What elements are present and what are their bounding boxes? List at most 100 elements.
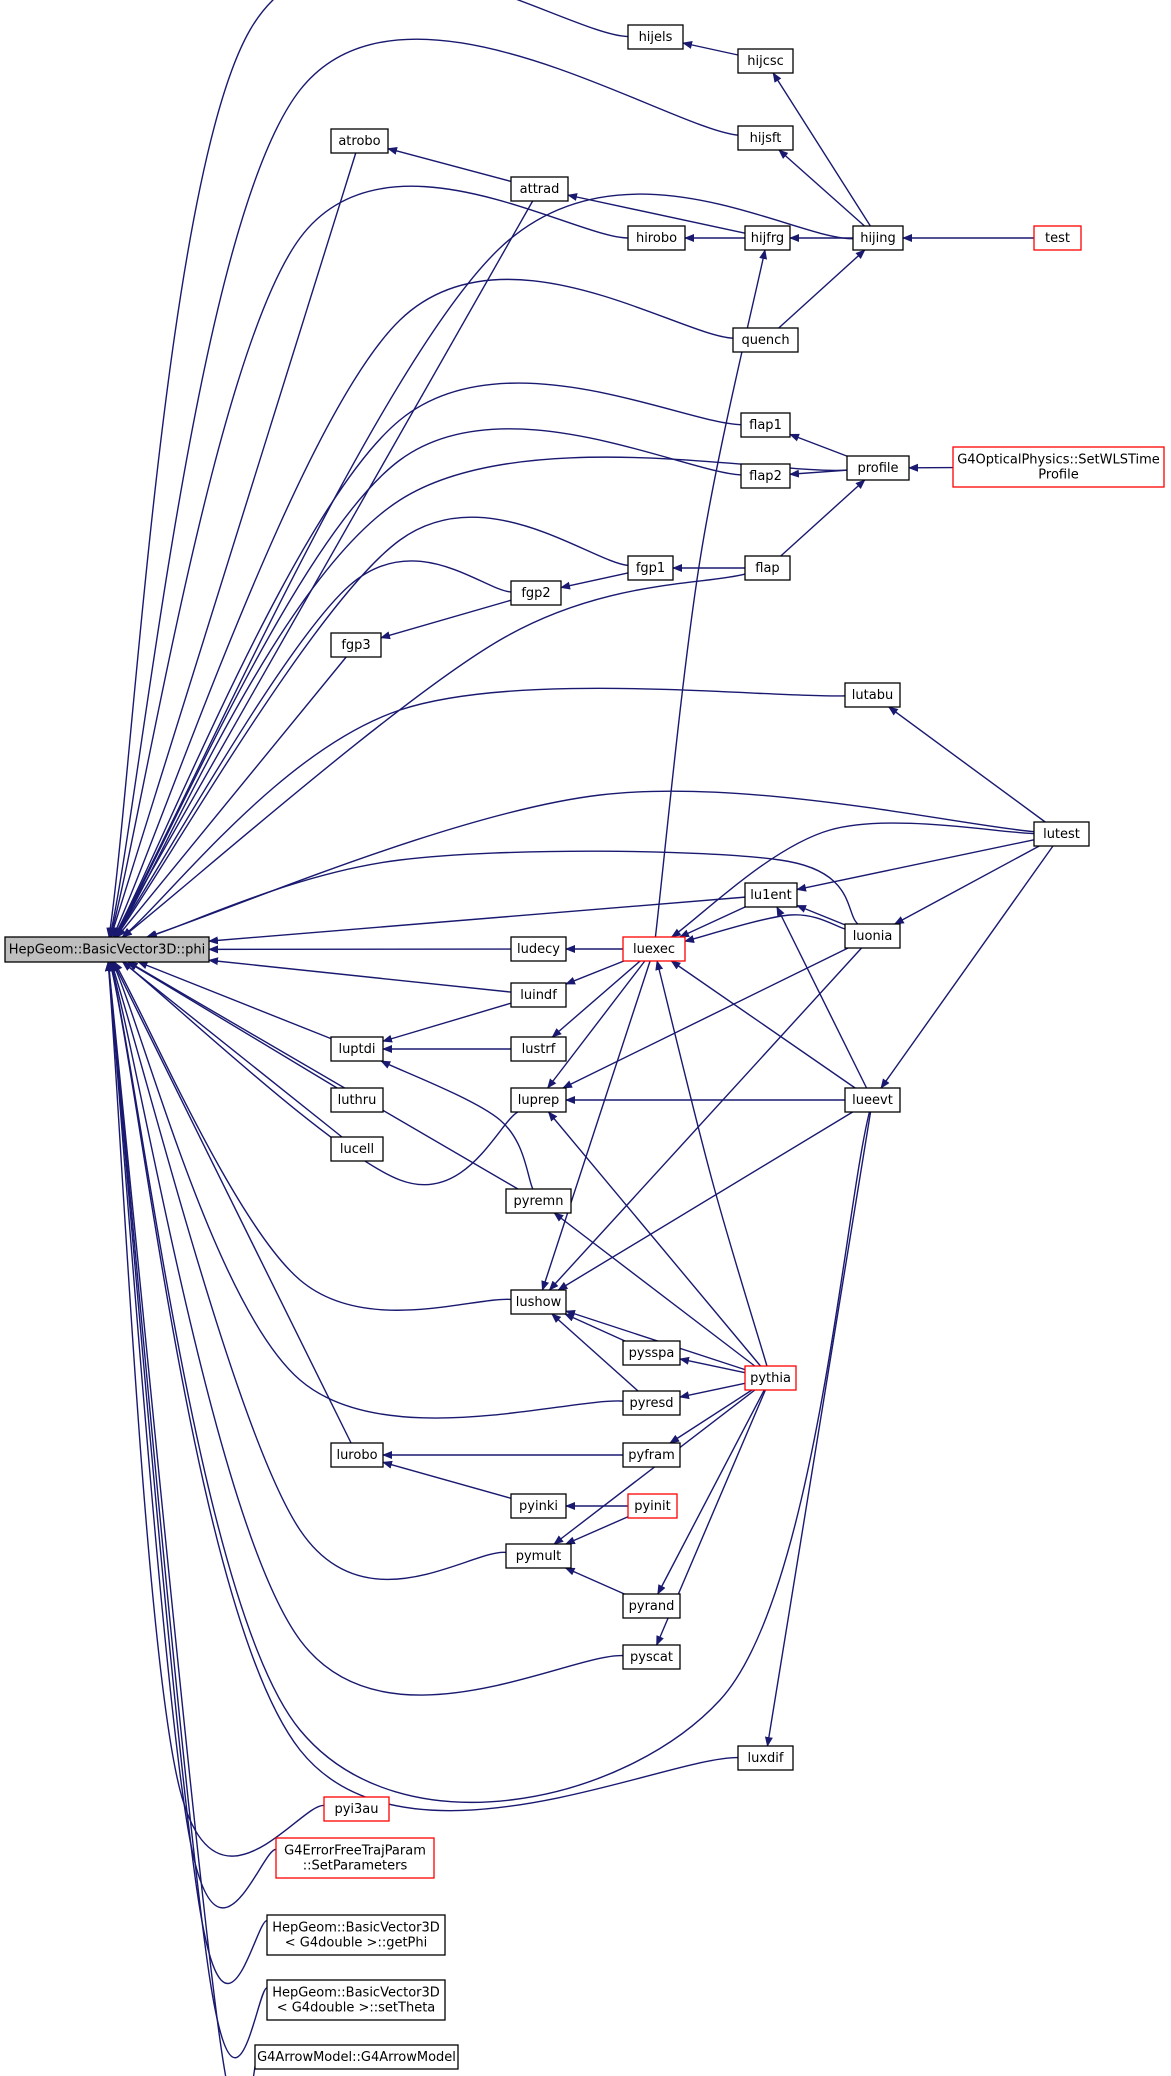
edge-lutest-to-luexec bbox=[670, 822, 1035, 938]
node-luprep[interactable]: luprep bbox=[510, 1087, 567, 1113]
node-hijfrg[interactable]: hijfrg bbox=[744, 225, 791, 251]
edge-luexec-to-luprep bbox=[547, 960, 646, 1089]
node-label-hijfrg: hijfrg bbox=[751, 231, 784, 246]
node-attrad[interactable]: attrad bbox=[510, 176, 569, 202]
node-label-luindf: luindf bbox=[520, 988, 557, 1003]
node-pyfram[interactable]: pyfram bbox=[622, 1442, 681, 1468]
node-label-hijsft: hijsft bbox=[750, 131, 782, 146]
edge-g4arrow-to-root bbox=[105, 961, 261, 2076]
node-lushow[interactable]: lushow bbox=[510, 1289, 567, 1315]
edge-luonia-to-luexec bbox=[684, 914, 846, 943]
edge-flap-to-root bbox=[122, 573, 746, 938]
edge-lucell-to-root bbox=[121, 961, 343, 1138]
node-box-hijels bbox=[627, 24, 684, 50]
node-pyrand[interactable]: pyrand bbox=[622, 1593, 681, 1619]
edge-quench-to-root bbox=[112, 278, 734, 938]
node-pyscat[interactable]: pyscat bbox=[622, 1644, 681, 1670]
node-label-lucell: lucell bbox=[340, 1142, 374, 1157]
edge-pyrand-to-pymult bbox=[564, 1567, 625, 1595]
node-box-test bbox=[1033, 225, 1082, 251]
node-box-pyresd bbox=[622, 1390, 681, 1416]
node-hijing[interactable]: hijing bbox=[852, 225, 904, 251]
node-settheta[interactable]: HepGeom::BasicVector3D< G4double >::setT… bbox=[266, 1979, 446, 2021]
node-box-lueevt bbox=[844, 1087, 901, 1113]
node-test[interactable]: test bbox=[1033, 225, 1082, 251]
node-hijcsc[interactable]: hijcsc bbox=[737, 48, 794, 74]
node-hirobo[interactable]: hirobo bbox=[627, 225, 686, 251]
node-box-luindf bbox=[510, 982, 567, 1008]
node-fgp2[interactable]: fgp2 bbox=[510, 580, 562, 606]
edge-pyi3au-to-root bbox=[104, 961, 325, 1857]
node-label-fgp3: fgp3 bbox=[341, 638, 370, 653]
node-lutest[interactable]: lutest bbox=[1033, 821, 1090, 847]
node-label-lutabu: lutabu bbox=[852, 688, 893, 703]
edge-getphi-to-root bbox=[105, 961, 268, 1984]
node-fgp1[interactable]: fgp1 bbox=[627, 555, 674, 581]
node-pyi3au[interactable]: pyi3au bbox=[323, 1796, 390, 1822]
node-lueevt[interactable]: lueevt bbox=[844, 1087, 901, 1113]
node-root[interactable]: HepGeom::BasicVector3D::phi bbox=[4, 936, 210, 963]
node-pyinki[interactable]: pyinki bbox=[510, 1493, 567, 1519]
node-box-pysspa bbox=[622, 1340, 681, 1366]
node-lustrf[interactable]: lustrf bbox=[510, 1036, 567, 1062]
node-pysspa[interactable]: pysspa bbox=[622, 1340, 681, 1366]
node-g4errfree[interactable]: G4ErrorFreeTrajParam::SetParameters bbox=[275, 1837, 435, 1879]
node-hijels[interactable]: hijels bbox=[627, 24, 684, 50]
node-luxdif[interactable]: luxdif bbox=[737, 1745, 794, 1771]
node-luptdi[interactable]: luptdi bbox=[330, 1036, 384, 1062]
node-box-lu1ent bbox=[744, 882, 798, 908]
node-flap1[interactable]: flap1 bbox=[740, 412, 791, 438]
node-pyinit[interactable]: pyinit bbox=[627, 1493, 678, 1519]
node-g4arrow[interactable]: G4ArrowModel::G4ArrowModel bbox=[254, 2044, 459, 2070]
node-label-attrad: attrad bbox=[520, 182, 560, 197]
node-profile[interactable]: profile bbox=[846, 455, 910, 481]
node-pyresd[interactable]: pyresd bbox=[622, 1390, 681, 1416]
node-luexec[interactable]: luexec bbox=[622, 936, 686, 962]
node-atrobo[interactable]: atrobo bbox=[330, 128, 389, 154]
node-box-g4errfree bbox=[275, 1837, 435, 1879]
edge-g4errfree-to-root bbox=[105, 961, 277, 1909]
node-quench[interactable]: quench bbox=[732, 327, 799, 353]
node-fgp3[interactable]: fgp3 bbox=[330, 632, 382, 658]
node-getphi[interactable]: HepGeom::BasicVector3D< G4double >::getP… bbox=[266, 1914, 446, 1956]
edge-pythia-to-pyfram bbox=[669, 1389, 753, 1444]
edge-pythia-to-lushow bbox=[565, 1310, 746, 1371]
node-flap[interactable]: flap bbox=[744, 555, 791, 581]
edge-luptdi-to-root bbox=[137, 961, 332, 1040]
node-pyremn[interactable]: pyremn bbox=[505, 1188, 572, 1214]
edge-lu1ent-to-root bbox=[208, 896, 746, 945]
node-ludecy[interactable]: ludecy bbox=[510, 936, 567, 962]
node-luindf[interactable]: luindf bbox=[510, 982, 567, 1008]
edge-hijing-to-hijcsc bbox=[772, 72, 871, 227]
edge-lu1ent-to-luexec bbox=[679, 906, 746, 938]
edge-luexec-to-lustrf bbox=[551, 960, 641, 1038]
node-label-luprep: luprep bbox=[518, 1093, 559, 1108]
node-label-pyrand: pyrand bbox=[629, 1599, 675, 1614]
node-flap2[interactable]: flap2 bbox=[740, 463, 791, 489]
node-label-lurobo: lurobo bbox=[336, 1448, 377, 1463]
node-pythia[interactable]: pythia bbox=[744, 1365, 797, 1391]
edge-pyscat-to-root bbox=[109, 961, 624, 1696]
node-lucell[interactable]: lucell bbox=[330, 1136, 384, 1162]
edge-lutest-to-luonia bbox=[893, 845, 1040, 925]
edge-pythia-to-pyresd bbox=[679, 1382, 746, 1400]
node-label-luptdi: luptdi bbox=[338, 1042, 375, 1057]
node-lu1ent[interactable]: lu1ent bbox=[744, 882, 798, 908]
node-lurobo[interactable]: lurobo bbox=[330, 1442, 384, 1468]
node-lutabu[interactable]: lutabu bbox=[844, 682, 901, 708]
edge-pyremn-to-luptdi bbox=[380, 1060, 534, 1190]
edge-lueevt-to-luexec bbox=[670, 960, 856, 1089]
node-luthru[interactable]: luthru bbox=[330, 1087, 384, 1113]
node-luonia[interactable]: luonia bbox=[844, 923, 901, 949]
node-hijsft[interactable]: hijsft bbox=[737, 125, 794, 151]
node-box-hirobo bbox=[627, 225, 686, 251]
node-box-settheta bbox=[266, 1979, 446, 2021]
node-pymult[interactable]: pymult bbox=[505, 1543, 572, 1569]
edge-luprep-to-root bbox=[122, 961, 519, 1186]
edge-lutest-to-root bbox=[145, 790, 1035, 939]
edge-attrad-to-atrobo bbox=[387, 147, 512, 183]
node-box-hijing bbox=[852, 225, 904, 251]
edge-hijsft-to-root bbox=[107, 38, 739, 938]
node-box-pyfram bbox=[622, 1442, 681, 1468]
